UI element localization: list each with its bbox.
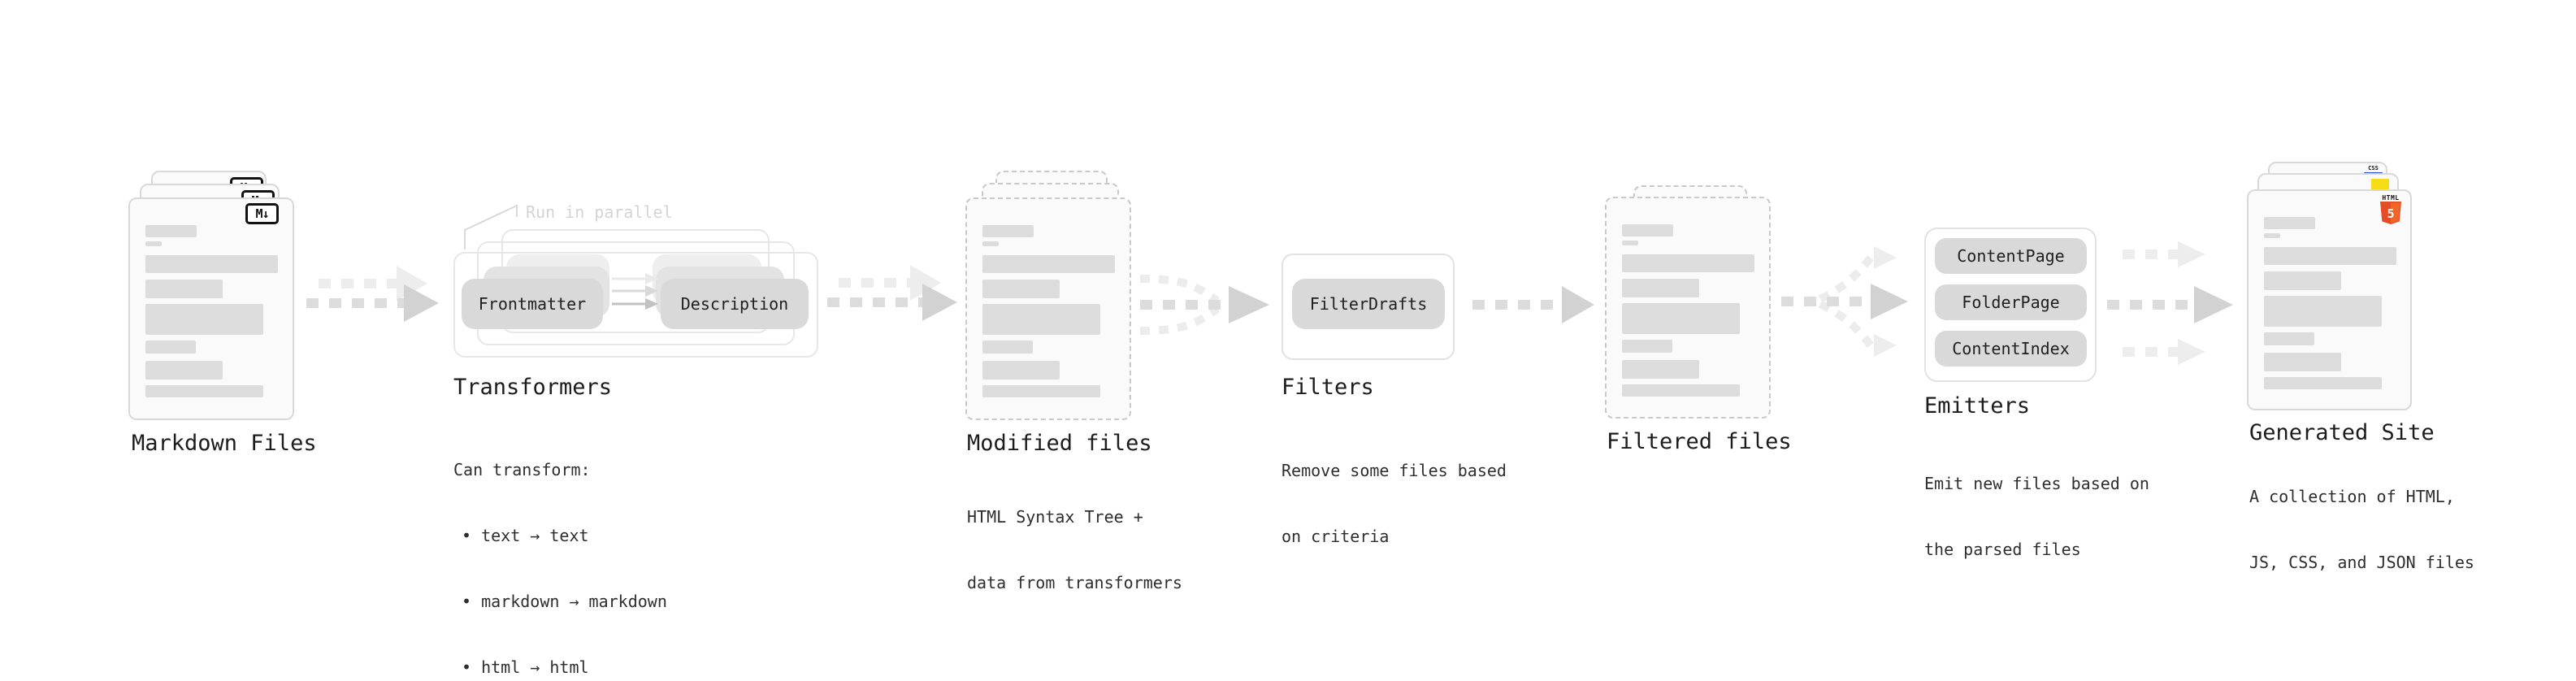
skeleton-line [2264,332,2314,345]
skeleton-line [2264,233,2280,238]
js-icon [2371,179,2389,191]
svg-text:5: 5 [2387,206,2394,221]
skeleton-line [145,340,196,354]
filters-frame [1281,254,1455,360]
skeleton-line [1622,340,1672,353]
skeleton-line [1622,241,1638,245]
stage-title: Generated Site [2249,420,2435,445]
file-card-front: M↓ [128,197,294,420]
skeleton-line [2264,377,2382,389]
subtitle-line: A collection of HTML, [2249,487,2455,506]
file-card-front [965,197,1131,420]
file-card-front: HTML 5 [2247,189,2412,410]
skeleton-line [982,304,1100,335]
skeleton-line [982,280,1060,298]
stage-title: Emitters [1924,393,2031,419]
subtitle-line: the parsed files [1924,540,2081,559]
stage-title: Filtered files [1607,429,1792,454]
html5-icon: HTML 5 [2380,194,2401,228]
emitter-pill-folderpage: FolderPage [1935,284,2087,320]
transformer-pill-frontmatter: Frontmatter [462,279,603,329]
flow-arrow-icon [1472,286,1594,323]
stage-subtitle: Can transform: • text → text • markdown … [453,415,667,681]
subtitle-line: Emit new files based on [1924,474,2149,493]
subtitle-line: JS, CSS, and JSON files [2249,553,2474,572]
skeleton-line [982,255,1115,273]
stage-subtitle: HTML Syntax Tree + data from transformer… [967,462,1182,638]
stage-title: Filters [1281,375,1374,400]
skeleton-line [2264,247,2396,265]
skeleton-line [145,280,223,298]
skeleton-line [1622,360,1699,379]
skeleton-line [2264,296,2382,327]
stage-title: Markdown Files [132,431,317,456]
bullet-item: • markdown → markdown [462,592,667,611]
emitters-frame [1924,228,2097,382]
subtitle-line: on criteria [1281,527,1390,546]
skeleton-line [145,255,278,273]
emitter-pill-contentpage: ContentPage [1935,238,2087,274]
merge-arrow-icon [1139,275,1269,335]
bullet-item: • text → text [462,526,589,545]
file-card-front [1605,197,1771,419]
flow-arrow-icon [827,265,957,321]
html5-icon-text: HTML [2382,194,2400,202]
emitter-pill-contentindex: ContentIndex [1935,331,2087,367]
desc-heading: Can transform: [453,460,591,479]
stage-title: Modified files [967,431,1152,456]
flow-arrow-icon [2107,241,2233,365]
markdown-icon-text: M↓ [255,206,269,221]
skeleton-line [145,361,223,380]
skeleton-line [145,241,162,246]
skeleton-line [2264,217,2315,229]
skeleton-line [2264,271,2341,290]
flow-arrow-icon [306,266,439,322]
transformer-frame-front [453,252,818,358]
skeleton-line [982,361,1060,380]
run-in-parallel-note: Run in parallel [526,202,673,222]
skeleton-line [145,385,263,397]
bullet-item: • html → html [462,657,589,677]
css-icon-text: CSS [2368,165,2379,171]
branch-arrow-icon [1781,246,1908,357]
stage-subtitle: Remove some files based on criteria [1281,416,1507,592]
skeleton-line [1622,254,1754,272]
skeleton-line [982,225,1034,237]
subtitle-line: data from transformers [967,573,1182,592]
filter-pill-filterdrafts: FilterDrafts [1292,279,1445,329]
transformer-pill-description: Description [661,279,809,329]
skeleton-line [145,225,197,237]
skeleton-line [1622,279,1699,297]
skeleton-line [1622,224,1673,236]
subtitle-line: HTML Syntax Tree + [967,507,1143,527]
skeleton-line [1622,384,1740,397]
skeleton-line [982,385,1100,397]
skeleton-line [1622,303,1740,334]
stage-title: Transformers [453,375,613,400]
skeleton-line [982,340,1033,354]
stage-subtitle: A collection of HTML, JS, CSS, and JSON … [2249,442,2474,618]
skeleton-line [2264,353,2341,371]
html5-shield-icon: 5 [2380,202,2401,224]
stage-subtitle: Emit new files based on the parsed files [1924,429,2149,605]
markdown-icon: M↓ [245,203,279,224]
subtitle-line: Remove some files based [1281,461,1507,480]
skeleton-line [145,304,263,335]
skeleton-line [982,241,999,246]
